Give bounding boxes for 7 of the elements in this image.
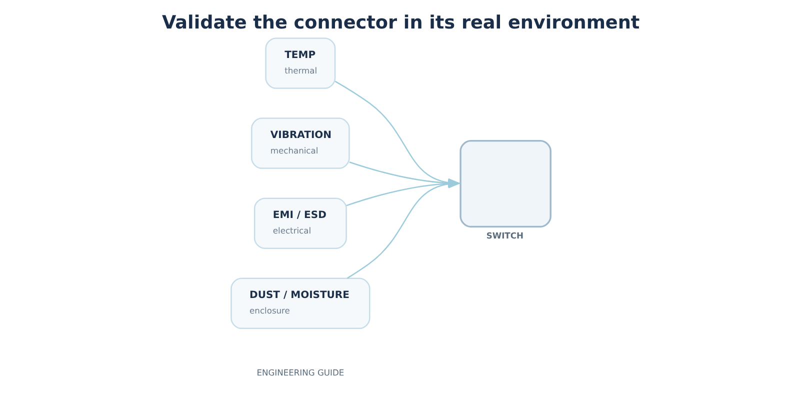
node-box: TEMP thermal <box>264 38 336 89</box>
label: ENGINEERING GUIDE <box>256 368 344 378</box>
node-box: EMI / ESD electrical <box>253 198 346 249</box>
node-label: SWITCH <box>486 230 523 240</box>
diagram-title: Validate the connector in its real environment <box>162 12 640 34</box>
node-box: DUST / MOISTURE enclosure <box>230 278 370 330</box>
node-box: VIBRATION mechanical <box>250 118 350 169</box>
